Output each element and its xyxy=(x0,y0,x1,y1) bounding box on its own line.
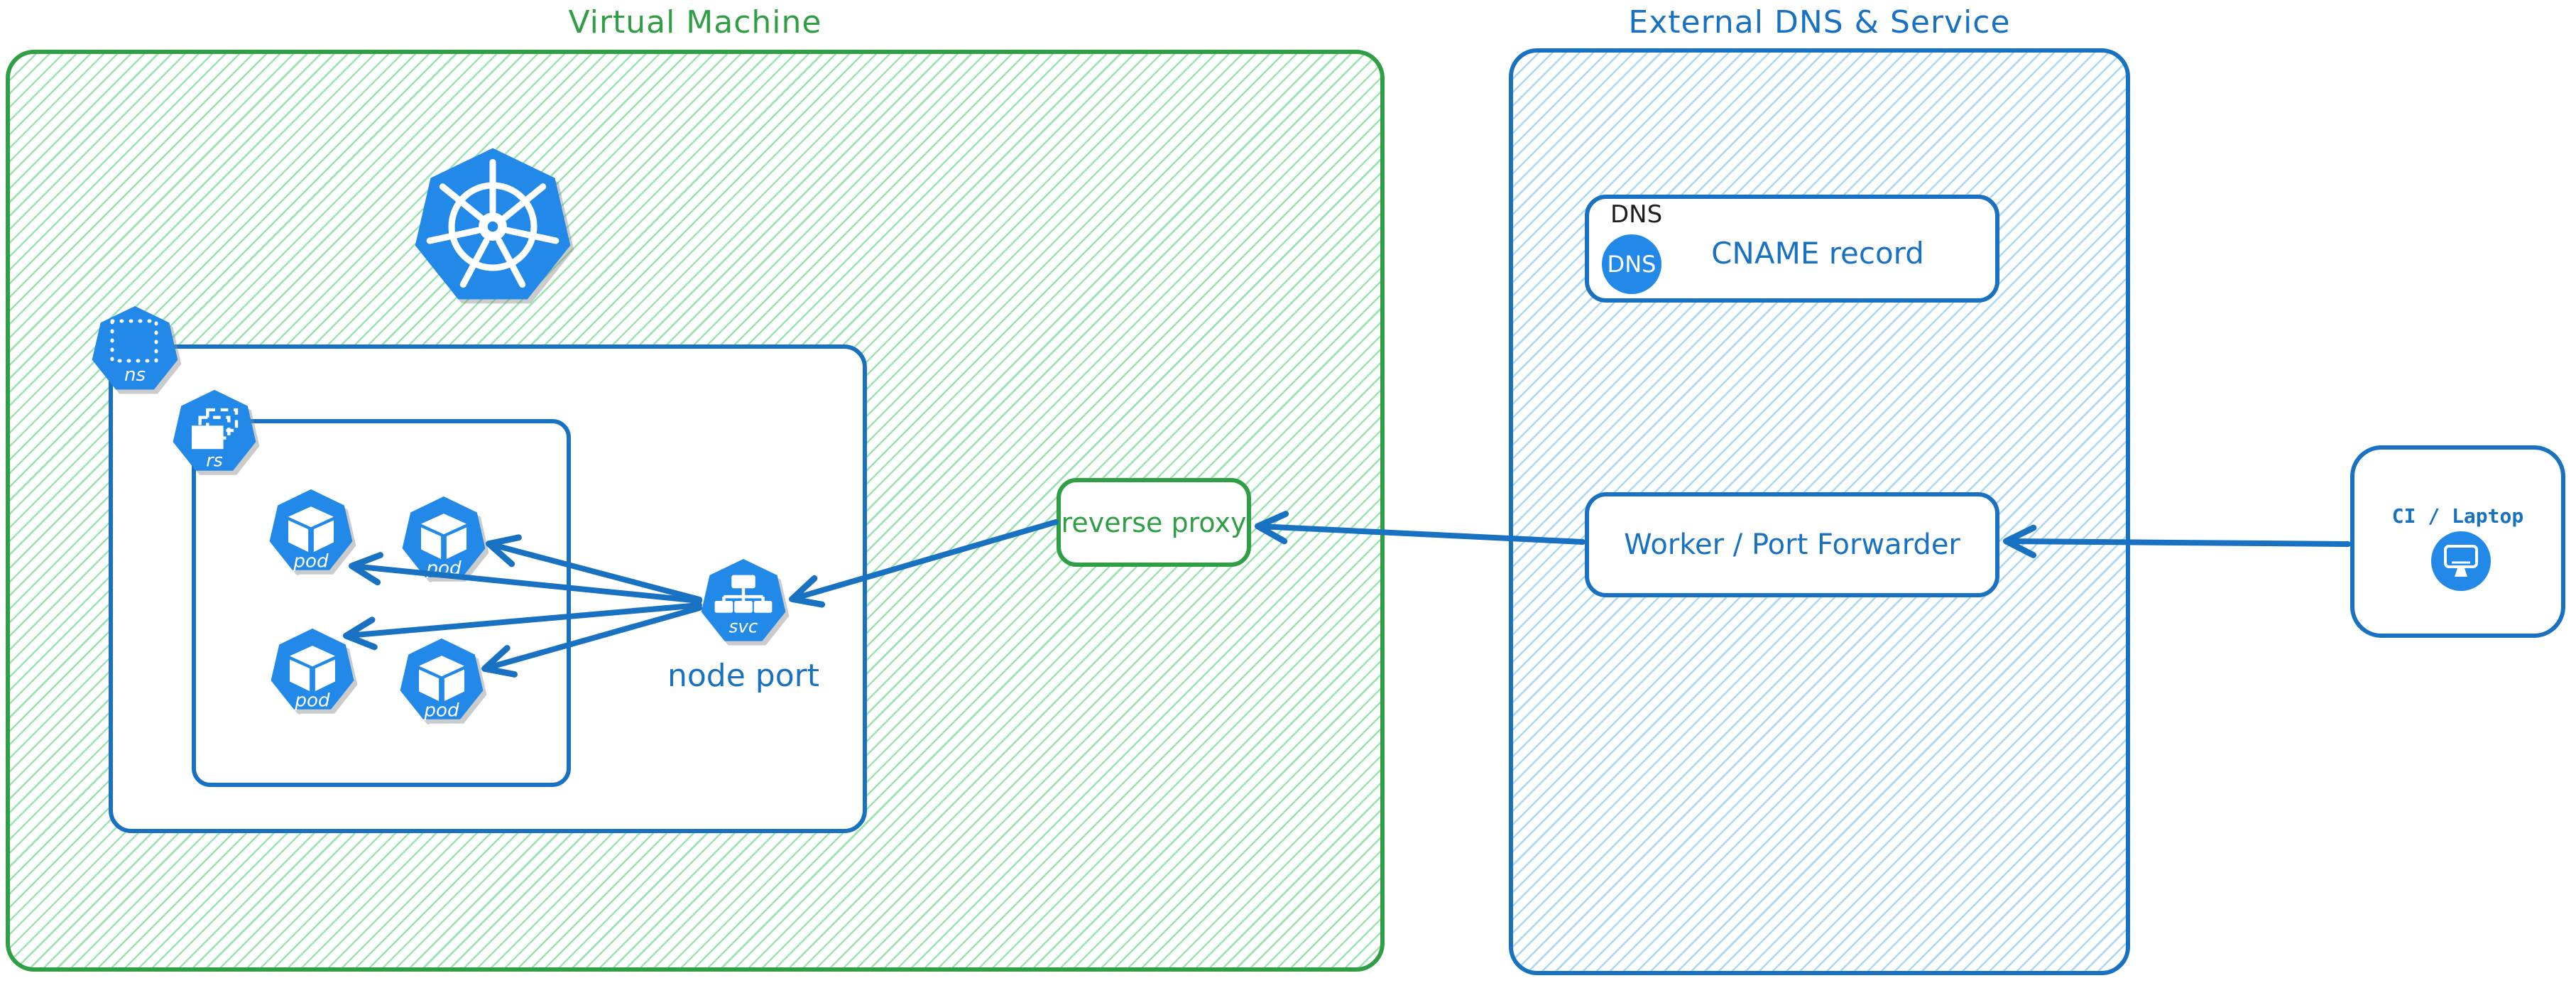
kubernetes-logo-icon xyxy=(415,148,571,300)
pod-2-label: pod xyxy=(425,558,462,579)
namespace-icon: ns xyxy=(92,306,178,390)
pod-4-icon: pod xyxy=(400,638,484,721)
virtual-machine-title: Virtual Machine xyxy=(568,4,822,40)
namespace-icon-label: ns xyxy=(124,364,146,386)
cname-record-label: CNAME record xyxy=(1711,236,1924,271)
service-icon-label: svc xyxy=(729,616,758,636)
dns-badge-label: DNS xyxy=(1607,251,1657,278)
pod-3-label: pod xyxy=(294,690,330,711)
reverse-proxy-box: reverse proxy xyxy=(1057,478,1251,567)
external-dns-service-title: External DNS & Service xyxy=(1628,4,2011,40)
dns-badge-icon: DNS xyxy=(1602,234,1661,294)
ci-laptop-box xyxy=(2350,445,2565,638)
reverse-proxy-label: reverse proxy xyxy=(1061,506,1247,538)
pod-3-icon: pod xyxy=(271,628,354,711)
monitor-glyph xyxy=(2444,545,2478,577)
worker-port-forwarder-box: Worker / Port Forwarder xyxy=(1585,492,1999,597)
service-icon: svc xyxy=(701,558,786,641)
pod-1-icon: pod xyxy=(269,489,353,572)
pod-4-label: pod xyxy=(423,700,459,721)
laptop-monitor-icon xyxy=(2431,531,2491,591)
ci-laptop-label: CI / Laptop xyxy=(2391,504,2524,528)
dns-tag-label: DNS xyxy=(1610,200,1663,229)
node-port-caption: node port xyxy=(667,658,819,694)
pod-1-label: pod xyxy=(293,550,329,572)
replicaset-icon: rs xyxy=(173,389,256,471)
worker-port-forwarder-label: Worker / Port Forwarder xyxy=(1624,528,1960,561)
pod-2-icon: pod xyxy=(402,496,486,579)
replicaset-icon-label: rs xyxy=(206,450,222,470)
